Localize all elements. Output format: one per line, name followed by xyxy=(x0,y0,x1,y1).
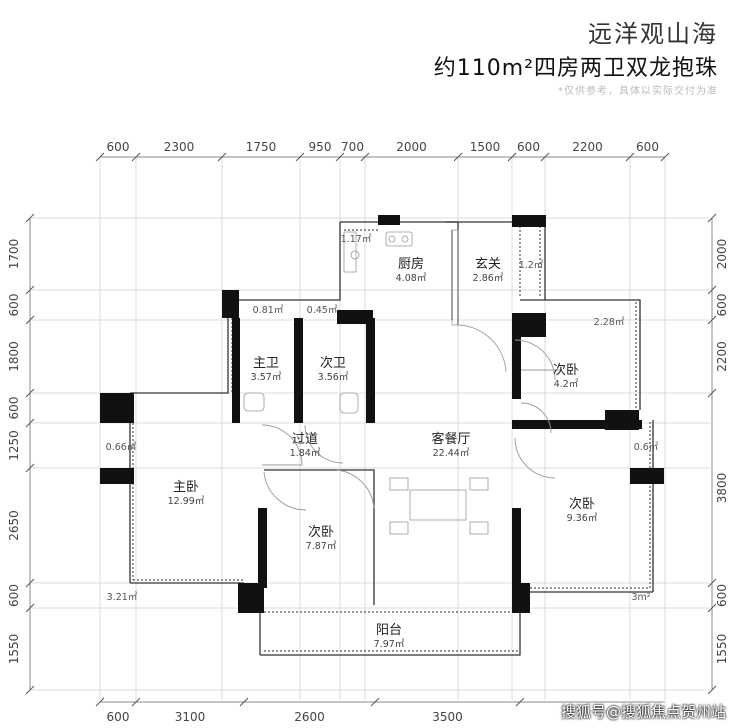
room-area-living-dining: 22.44㎡ xyxy=(433,448,470,459)
small-area-label: 3m² xyxy=(631,592,650,603)
dimension-label-left: 600 xyxy=(7,397,21,420)
dimension-label-left: 600 xyxy=(7,584,21,607)
dimension-label-left: 2650 xyxy=(7,510,21,541)
dimension-label-left: 1800 xyxy=(7,341,21,372)
dimension-label-top: 950 xyxy=(309,140,332,154)
room-name-living-dining: 客餐厅 xyxy=(431,431,470,447)
room-area-bedroom-center: 7.87㎡ xyxy=(306,541,337,552)
watermark: 搜狐号@搜狐焦点贺州站 xyxy=(560,703,726,721)
room-name-bedroom-center: 次卧 xyxy=(308,524,334,540)
room-name-bedroom-ne: 次卧 xyxy=(553,362,579,378)
room-area-kitchen: 4.08㎡ xyxy=(396,273,427,284)
dimension-label-left: 1550 xyxy=(7,634,21,665)
room-area-bedroom-ne: 4.2㎡ xyxy=(554,379,579,390)
small-area-label: 0.45㎡ xyxy=(307,305,338,316)
dimension-lines xyxy=(29,156,713,703)
dimension-label-top: 600 xyxy=(107,140,130,154)
dimension-label-right: 2000 xyxy=(715,239,729,270)
dimension-label-bottom: 2600 xyxy=(294,710,325,724)
dimension-label-bottom: 3500 xyxy=(432,710,463,724)
dimension-label-bottom: 600 xyxy=(107,710,130,724)
small-area-label: 0.81㎡ xyxy=(253,305,284,316)
dimension-label-top: 2300 xyxy=(164,140,195,154)
dimension-label-right: 600 xyxy=(715,584,729,607)
room-area-second-bath: 3.56㎡ xyxy=(318,372,349,383)
small-area-label: 2.28㎡ xyxy=(594,317,625,328)
dimension-label-left: 600 xyxy=(7,294,21,317)
plan-subtitle: 约110m²四房两卫双龙抱珠 xyxy=(433,56,718,81)
room-name-corridor: 过道 xyxy=(292,432,318,447)
room-area-bedroom-se: 9.36㎡ xyxy=(567,513,598,524)
project-name: 远洋观山海 xyxy=(588,20,718,48)
dimension-label-right: 600 xyxy=(715,294,729,317)
dimension-label-right: 3800 xyxy=(715,473,729,504)
door-swings xyxy=(261,324,560,511)
room-name-kitchen: 厨房 xyxy=(398,256,424,272)
room-name-master-bedroom: 主卧 xyxy=(173,480,199,495)
dimension-label-left: 1250 xyxy=(7,430,21,461)
room-name-bedroom-se: 次卧 xyxy=(569,496,595,512)
small-area-label: 1.2㎡ xyxy=(519,260,544,271)
room-name-balcony: 阳台 xyxy=(376,623,402,638)
dimension-label-top: 1750 xyxy=(246,140,277,154)
room-name-second-bath: 次卫 xyxy=(320,355,346,371)
room-area-foyer: 2.86㎡ xyxy=(473,273,504,284)
small-area-label: 0.6㎡ xyxy=(634,442,659,453)
thick-walls xyxy=(100,215,664,613)
thin-walls xyxy=(129,221,654,656)
fixtures xyxy=(243,229,489,535)
room-name-master-bath: 主卫 xyxy=(253,356,279,371)
room-area-master-bedroom: 12.99㎡ xyxy=(168,496,205,507)
dimension-label-right: 2200 xyxy=(715,341,729,372)
dimension-label-bottom: 3100 xyxy=(175,710,206,724)
room-area-balcony: 7.97㎡ xyxy=(374,639,405,650)
dimension-label-top: 2200 xyxy=(572,140,603,154)
room-name-foyer: 玄关 xyxy=(475,257,501,272)
dimension-label-top: 1500 xyxy=(470,140,501,154)
small-area-label: 3.21㎡ xyxy=(107,592,138,603)
room-area-master-bath: 3.57㎡ xyxy=(251,372,282,383)
room-area-corridor: 1.84㎡ xyxy=(290,448,321,459)
dimension-label-right: 1550 xyxy=(715,634,729,665)
dimension-label-left: 1700 xyxy=(7,239,21,270)
dimension-label-top: 2000 xyxy=(396,140,427,154)
disclaimer: *仅供参考，具体以实际交付为准 xyxy=(558,86,718,97)
dimension-label-top: 600 xyxy=(636,140,659,154)
dimension-label-top: 600 xyxy=(517,140,540,154)
small-area-label: 1.17㎡ xyxy=(341,234,372,245)
dimension-label-top: 700 xyxy=(341,140,364,154)
small-area-label: 0.66㎡ xyxy=(106,442,137,453)
